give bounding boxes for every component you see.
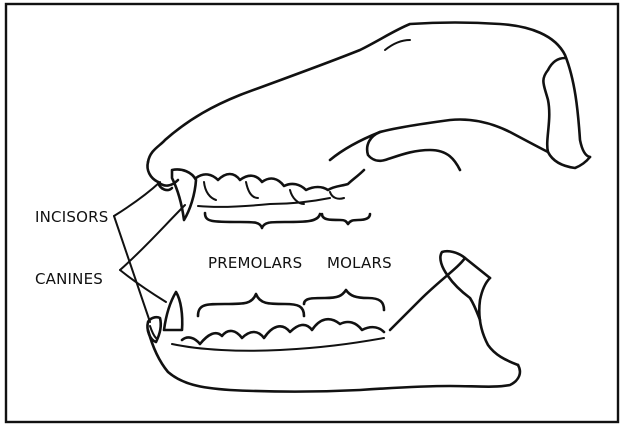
lower-jaw — [147, 251, 519, 391]
label-premolars: PREMOLARS — [208, 254, 302, 272]
upper-skull — [147, 23, 590, 221]
lower-brackets — [198, 290, 384, 316]
leader-canines-upper — [120, 205, 185, 270]
label-incisors: INCISORS — [35, 208, 108, 226]
leader-lines — [114, 182, 185, 322]
upper-brackets — [205, 213, 370, 228]
label-molars: MOLARS — [327, 254, 392, 272]
label-canines: CANINES — [35, 270, 103, 288]
leader-incisors-upper — [114, 182, 160, 216]
leader-incisors-lower — [114, 216, 150, 322]
leader-canines-lower — [120, 270, 166, 302]
